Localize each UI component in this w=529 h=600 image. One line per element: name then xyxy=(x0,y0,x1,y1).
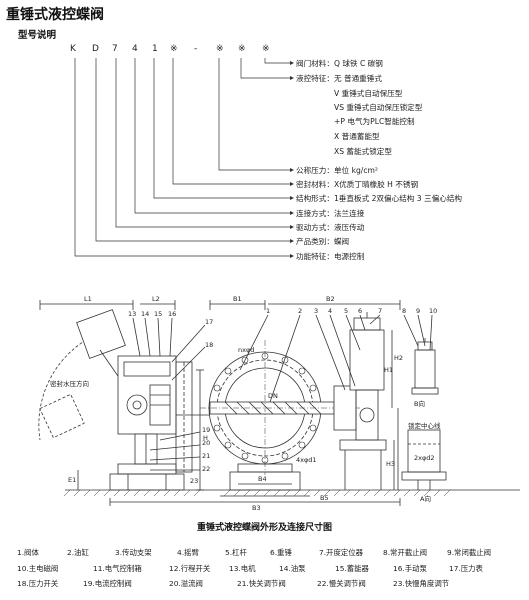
part-item: 5.杠杆 xyxy=(225,548,247,557)
spec-option-xs: XS 蓄能式锁定型 xyxy=(334,147,392,156)
code-char: 1 xyxy=(152,44,158,54)
code-char: ※ xyxy=(238,44,246,54)
label-a-view: A向 xyxy=(420,494,431,503)
callout-4: 4 xyxy=(328,307,332,315)
callout-23: 23 xyxy=(190,477,198,485)
part-item: 10.主电磁阀 xyxy=(17,564,59,573)
part-item: 7.开度定位器 xyxy=(319,548,364,557)
dim-b4: B4 xyxy=(258,475,267,483)
dim-b3: B3 xyxy=(252,504,261,512)
spec-connection: 连接方式：法兰连接 xyxy=(296,209,365,218)
callout-17: 17 xyxy=(205,318,213,326)
callout-13: 13 xyxy=(128,310,136,318)
part-item: 9.常闭截止阀 xyxy=(447,548,492,557)
callout-21: 21 xyxy=(202,452,210,460)
label-anchor-holes: 2xφd2 xyxy=(414,454,435,462)
callout-22: 22 xyxy=(202,465,210,473)
part-item: 22.慢关调节阀 xyxy=(317,579,366,588)
part-item: 19.电流控制阀 xyxy=(83,579,132,588)
part-item: 15.蓄能器 xyxy=(335,564,369,573)
valve-drawing: L1 L2 B1 B2 B3 B4 B5 H H1 H2 H3 E1 nxφd … xyxy=(38,295,520,512)
callout-14: 14 xyxy=(141,310,149,318)
label-foot-holes: 4xφd1 xyxy=(296,456,317,464)
spec-structure: 结构形式：1垂直板式 2双偏心结构 3 三偏心结构 xyxy=(296,194,463,203)
spec-function: 功能特征：电源控制 xyxy=(296,252,365,261)
part-item: 14.油泵 xyxy=(279,564,306,573)
code-char: ※ xyxy=(262,44,270,54)
part-item: 2.油缸 xyxy=(67,548,89,557)
callout-19: 19 xyxy=(202,426,210,434)
code-char: - xyxy=(194,44,198,54)
code-char: ※ xyxy=(170,44,178,54)
callout-7: 7 xyxy=(378,307,382,315)
spec-hydraulic-feature: 液控特征：无 普通重锤式 xyxy=(296,74,382,83)
part-item: 12.行程开关 xyxy=(169,564,211,573)
spec-option-vs: VS 重锤式自动保压锁定型 xyxy=(334,103,423,112)
dim-b1: B1 xyxy=(233,295,242,303)
spec-option-x: X 普通蓄能型 xyxy=(334,132,380,141)
dim-l2: L2 xyxy=(152,295,160,303)
part-item: 18.压力开关 xyxy=(17,579,59,588)
code-char: ※ xyxy=(216,44,224,54)
callout-10: 10 xyxy=(429,307,437,315)
page-title: 重锤式液控蝶阀 xyxy=(6,7,104,23)
model-code-leader-lines xyxy=(74,58,294,258)
part-item: 21.快关调节阀 xyxy=(237,579,286,588)
dim-h3: H3 xyxy=(386,460,395,468)
drawing-caption: 重锤式液控蝶阀外形及连接尺寸图 xyxy=(196,523,332,533)
code-char: 4 xyxy=(132,44,138,54)
spec-category: 产品类别：蝶阀 xyxy=(296,237,350,246)
label-b-view: B向 xyxy=(414,399,425,408)
dim-b5: B5 xyxy=(320,494,329,502)
callout-8: 8 xyxy=(402,307,406,315)
part-item: 4.摇臂 xyxy=(177,548,199,557)
model-code: K D 7 4 1 ※ - ※ ※ ※ xyxy=(70,44,330,58)
callout-2: 2 xyxy=(298,307,302,315)
code-char: D xyxy=(92,44,99,54)
dim-l1: L1 xyxy=(84,295,92,303)
callout-9: 9 xyxy=(416,307,420,315)
callout-5: 5 xyxy=(344,307,348,315)
callout-15: 15 xyxy=(154,310,162,318)
part-item: 20.溢流阀 xyxy=(169,579,203,588)
part-item: 23.快慢角度调节 xyxy=(393,579,450,588)
spec-option-p: +P 电气为PLC智能控制 xyxy=(334,117,415,126)
spec-drive: 驱动方式：液压传动 xyxy=(296,223,365,232)
part-item: 17.压力表 xyxy=(449,564,483,573)
part-item: 16.手动泵 xyxy=(393,564,427,573)
part-item: 8.常开截止阀 xyxy=(383,548,428,557)
section-title: 型号说明 xyxy=(18,30,57,41)
spec-option-v: V 重锤式自动保压型 xyxy=(334,89,403,98)
dim-h1: H1 xyxy=(384,366,393,374)
spec-seal-material: 密封材料：X优质丁晴橡胶 H 不锈钢 xyxy=(296,180,419,189)
spec-valve-material: 阀门材料：Q 球铁 C 碳钢 xyxy=(296,59,383,68)
code-char: 7 xyxy=(112,44,118,54)
dim-h2: H2 xyxy=(394,354,403,362)
callout-18: 18 xyxy=(205,341,213,349)
label-dn: DN xyxy=(268,392,278,400)
callout-6: 6 xyxy=(358,307,362,315)
label-seal-pressure-direction: 密封水压方向 xyxy=(50,379,89,388)
label-lock-centerline: 锁定中心线 xyxy=(408,421,441,430)
part-item: 11.电气控制箱 xyxy=(93,564,142,573)
callout-1: 1 xyxy=(266,307,270,315)
spec-nominal-pressure: 公称压力：单位 kg/cm² xyxy=(296,166,378,175)
part-item: 3.传动支架 xyxy=(115,548,152,557)
code-char: K xyxy=(70,44,76,54)
part-item: 1.阀体 xyxy=(17,548,39,557)
dim-h: H xyxy=(203,434,208,442)
part-item: 6.重锤 xyxy=(270,548,292,557)
callout-20: 20 xyxy=(202,439,210,447)
dim-e1: E1 xyxy=(68,476,76,484)
dim-b2: B2 xyxy=(326,295,335,303)
label-bolt-holes: nxφd xyxy=(238,346,254,354)
callout-3: 3 xyxy=(314,307,318,315)
callout-16: 16 xyxy=(168,310,176,318)
part-item: 13.电机 xyxy=(229,564,256,573)
